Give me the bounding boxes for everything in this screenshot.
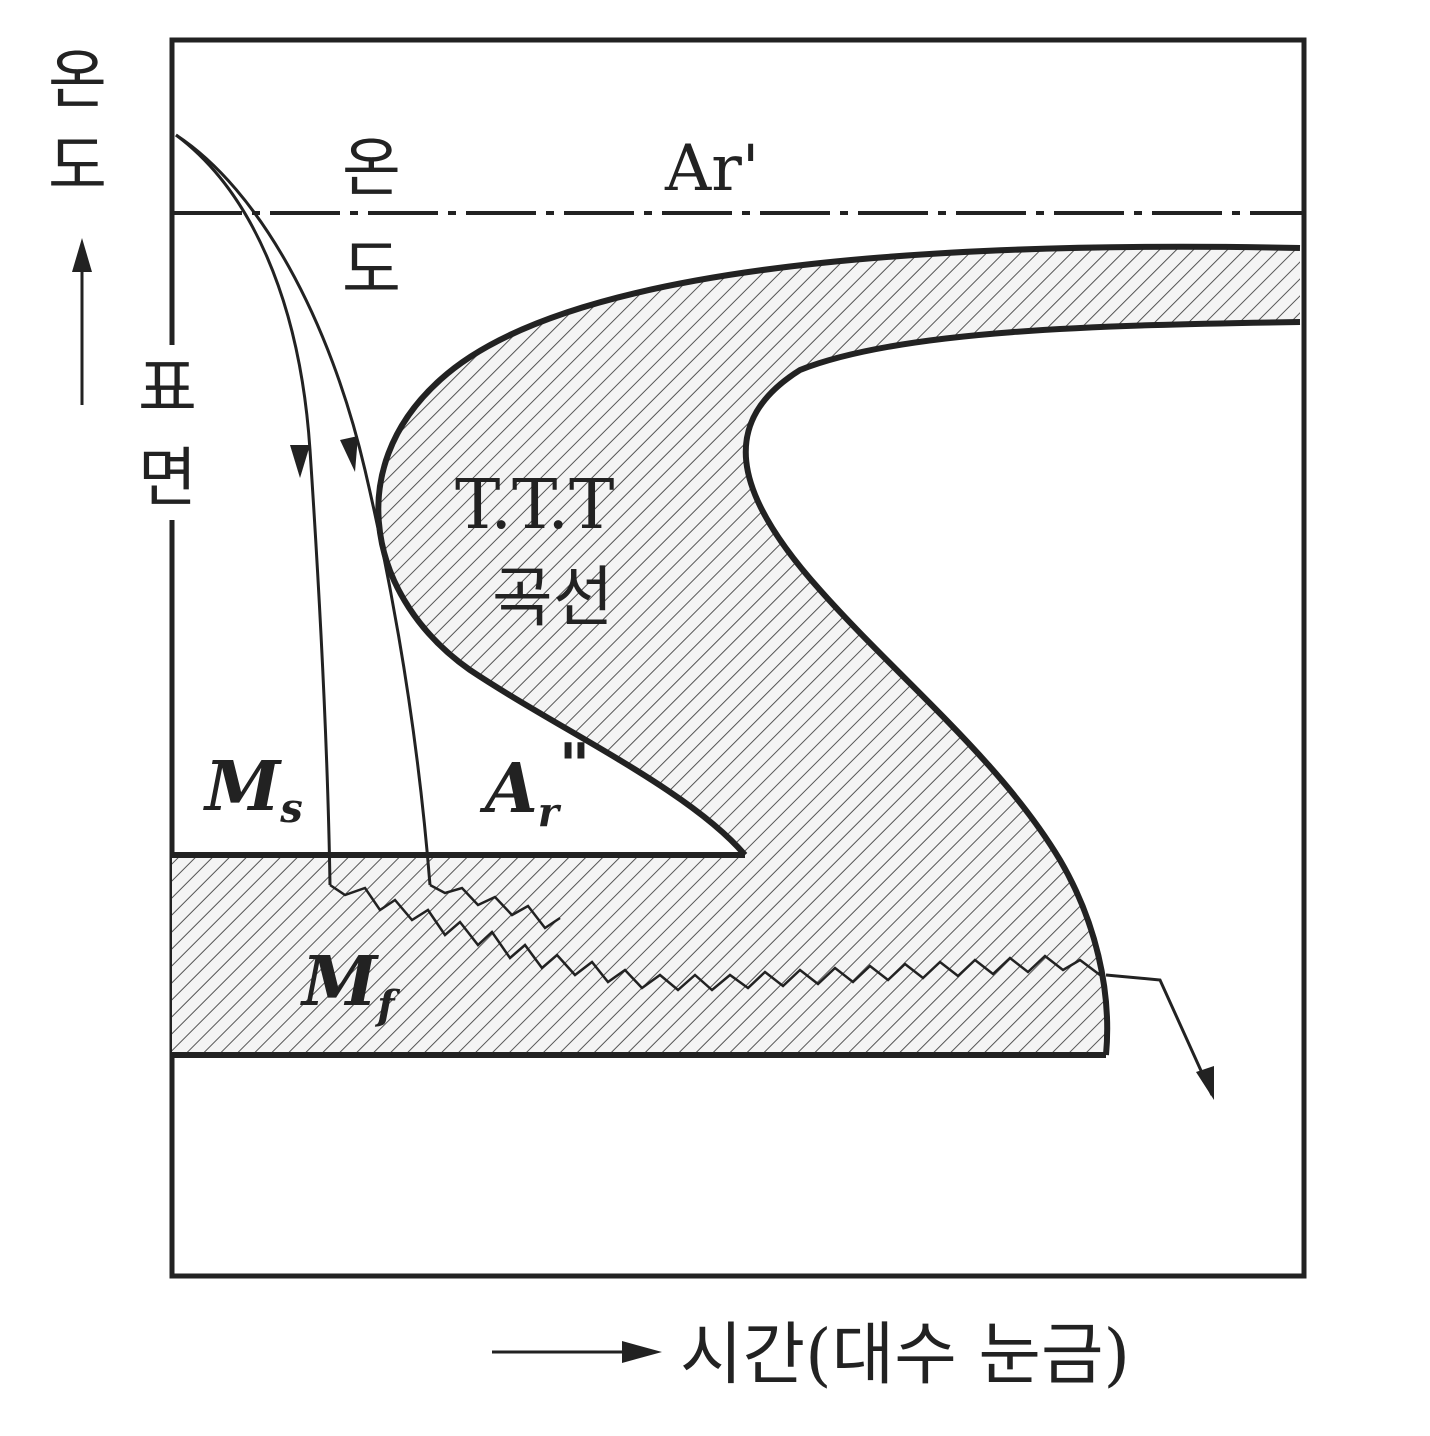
ttt-label-line1: T.T.T bbox=[455, 466, 614, 545]
x-axis-label: 시간(대수 눈금) bbox=[680, 1316, 1130, 1395]
center-curve-label-char-2: 도 bbox=[342, 234, 401, 308]
ttt-finish-curve bbox=[742, 319, 1301, 1056]
center-curve-label-char-1: 온 bbox=[342, 132, 401, 206]
martensite-zigzag-path bbox=[329, 883, 1101, 992]
center-cooling-curve bbox=[175, 133, 432, 886]
plot-frame bbox=[169, 37, 1307, 1279]
center-curve-arrow-icon bbox=[340, 436, 358, 472]
x-axis-arrow-icon bbox=[622, 1341, 662, 1363]
ms-label: Ms bbox=[203, 747, 303, 832]
y-axis-label-char-1: 온 bbox=[48, 44, 107, 118]
y-axis-label-char-2: 도 bbox=[48, 130, 107, 204]
ar-prime-label: Ar' bbox=[664, 132, 759, 206]
y-axis-arrow-icon bbox=[72, 238, 92, 272]
surface-curve-arrow-icon bbox=[290, 445, 310, 478]
ttt-start-curve bbox=[375, 243, 1301, 857]
martensite-zigzag-path-2 bbox=[429, 883, 561, 930]
surface-cooling-curve bbox=[175, 133, 332, 886]
ar-double-prime-label: Ar" bbox=[479, 731, 590, 836]
surface-curve-label-char-1: 표 bbox=[138, 352, 197, 426]
surface-curve-label-char-2: 면 bbox=[138, 442, 197, 516]
ttt-label-line2: 곡선 bbox=[492, 559, 613, 636]
mf-label: Mf bbox=[300, 942, 400, 1029]
exit-arrow-icon bbox=[1196, 1066, 1214, 1100]
exit-path bbox=[1105, 973, 1214, 1096]
ttt-curve-region bbox=[172, 246, 1300, 1056]
